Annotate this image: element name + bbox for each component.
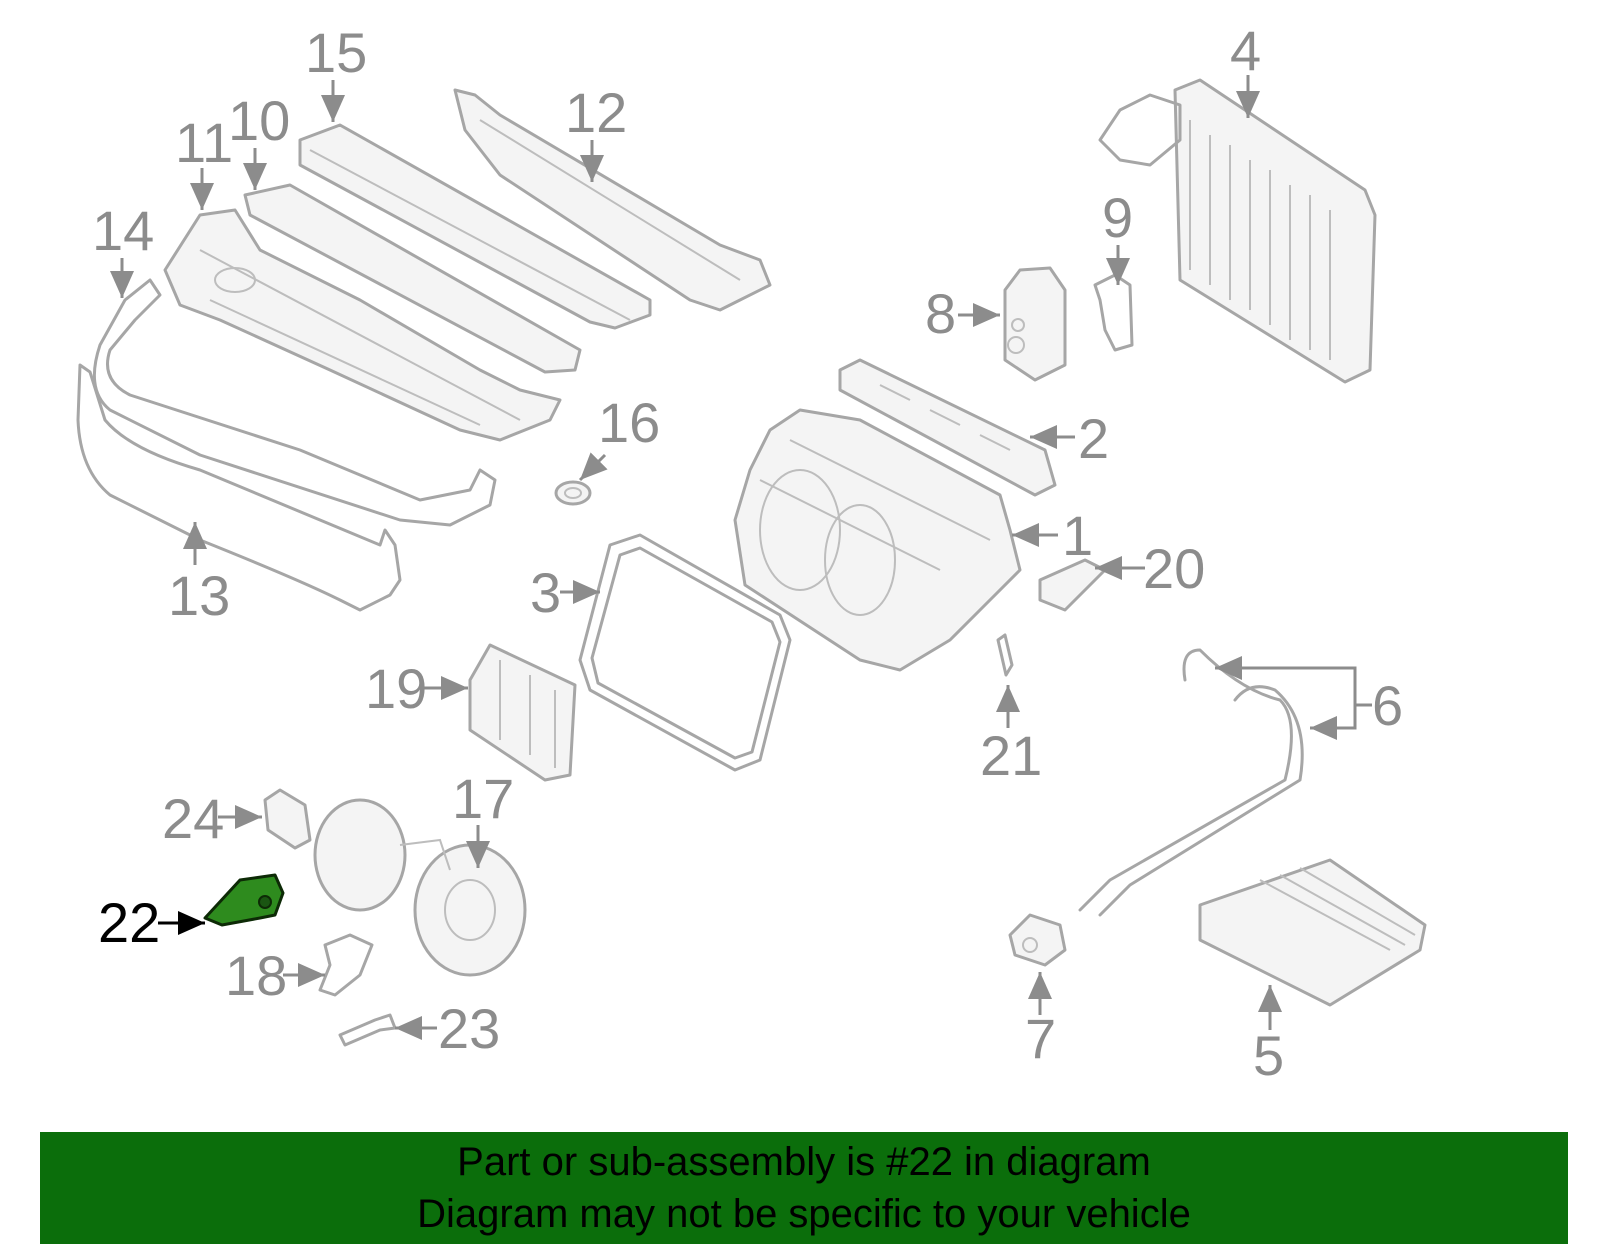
callout-4: 4	[1230, 19, 1261, 82]
part-12-bracket	[453, 88, 772, 312]
part-23-wire	[338, 1013, 397, 1047]
callout-20: 20	[1143, 537, 1205, 600]
callout-3: 3	[530, 561, 561, 624]
part-22-highlighted	[203, 873, 285, 927]
callout-5: 5	[1253, 1024, 1284, 1087]
callout-1: 1	[1062, 504, 1093, 567]
part-20-filter	[1038, 558, 1107, 612]
part-4-evaporator	[1098, 78, 1377, 384]
part-21-tube	[996, 633, 1014, 677]
part-24-resistor	[263, 788, 312, 850]
part-15-housing	[298, 123, 652, 330]
part-16-grommet	[554, 480, 592, 506]
part-3-gasket	[578, 533, 792, 772]
part-13-strip	[76, 363, 402, 612]
callout-8: 8	[925, 282, 956, 345]
part-6-pipes	[1078, 648, 1304, 917]
callout-12: 12	[565, 81, 627, 144]
callout-9: 9	[1102, 186, 1133, 249]
banner-line-1: Part or sub-assembly is #22 in diagram	[457, 1140, 1151, 1184]
callout-18: 18	[225, 944, 287, 1007]
callout-7: 7	[1025, 1007, 1056, 1070]
callout-6: 6	[1372, 674, 1403, 737]
callout-21: 21	[980, 724, 1042, 787]
part-19-blower-housing	[468, 643, 577, 782]
part-1-housing	[733, 408, 1022, 672]
callout-17: 17	[452, 767, 514, 830]
callout-15: 15	[305, 21, 367, 84]
callout-22-highlighted: 22	[98, 891, 160, 954]
callout-19: 19	[365, 657, 427, 720]
part-7-block	[1008, 913, 1067, 967]
part-17-blower-motor	[313, 798, 527, 977]
part-8-valve	[1003, 266, 1067, 382]
callout-14: 14	[92, 199, 154, 262]
callout-leaders	[110, 75, 1372, 1040]
callout-13: 13	[168, 564, 230, 627]
part-5-heater-core	[1198, 858, 1427, 1007]
callout-10: 10	[228, 89, 290, 152]
callout-23: 23	[438, 997, 500, 1060]
part-18-clip	[318, 933, 374, 997]
banner-line-2: Diagram may not be specific to your vehi…	[417, 1192, 1191, 1236]
part-9-clip	[1093, 273, 1134, 352]
part-10-frame	[243, 183, 582, 374]
info-banner: Part or sub-assembly is #22 in diagram D…	[40, 1132, 1568, 1244]
callout-11: 11	[175, 111, 233, 174]
callout-16: 16	[598, 391, 660, 454]
part-11-cover	[163, 208, 562, 442]
callout-2: 2	[1078, 407, 1109, 470]
callout-24: 24	[162, 787, 224, 850]
part-2-duct	[838, 358, 1057, 497]
part-14-seal	[92, 278, 497, 527]
